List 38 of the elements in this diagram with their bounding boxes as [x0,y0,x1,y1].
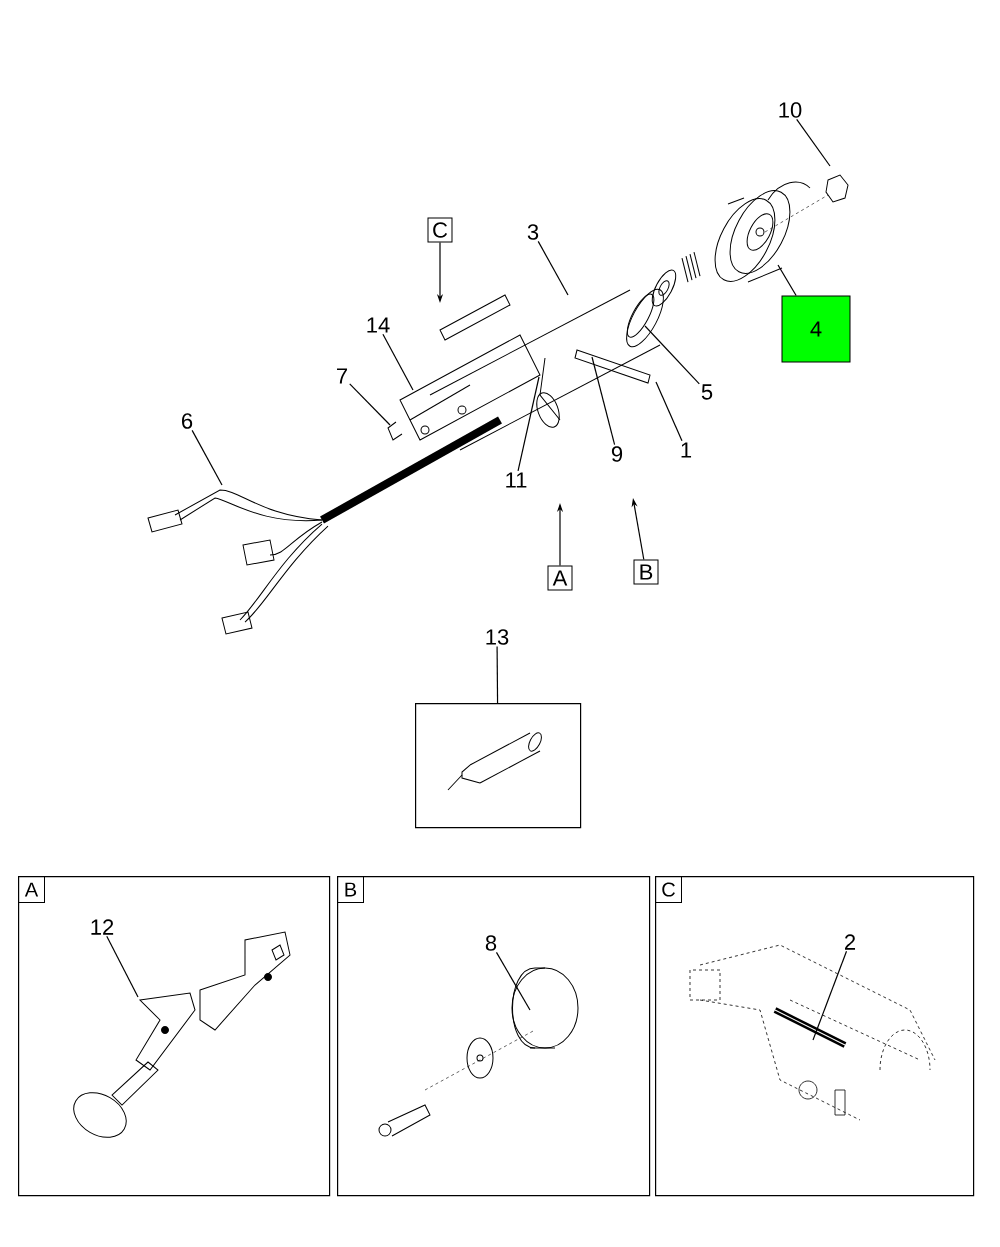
leader-line [796,118,831,167]
leader-line [191,429,223,486]
leader-line [644,325,700,385]
callout-number: 1 [681,442,692,458]
callout-number: 5 [701,384,713,400]
view-label: A [18,876,45,903]
leader-line [382,333,414,391]
detail-panel [337,876,651,1197]
detail-panel [18,876,331,1197]
leader-line [496,645,499,704]
view-label: C [427,217,453,243]
leader-line [777,264,797,297]
inset-box [415,703,582,829]
view-label: B [633,559,659,585]
callout-number: 3 [527,224,539,240]
leader-line [537,240,569,296]
highlight-box: 4 [781,295,851,363]
callout-number: 10 [779,102,802,118]
view-label: B [337,876,364,903]
callout-number: 11 [506,472,527,488]
leader-line [655,381,683,442]
leader-line [495,951,531,1011]
callout-number: 2 [845,934,855,950]
view-label: C [655,876,682,903]
callout-number: 6 [182,413,193,429]
view-label: A [547,565,573,591]
callout-number: 14 [367,317,390,333]
callout-number: 12 [91,919,114,935]
callout-number: 7 [337,368,347,384]
callout-number: 13 [486,629,509,645]
leader-line [517,376,540,472]
callout-number: 9 [611,446,623,462]
leader-line [106,935,139,998]
detail-panel [655,876,975,1197]
callout-number: 8 [485,935,497,951]
leader-line [349,383,391,426]
leader-line [591,356,616,446]
leader-line [812,950,848,1041]
